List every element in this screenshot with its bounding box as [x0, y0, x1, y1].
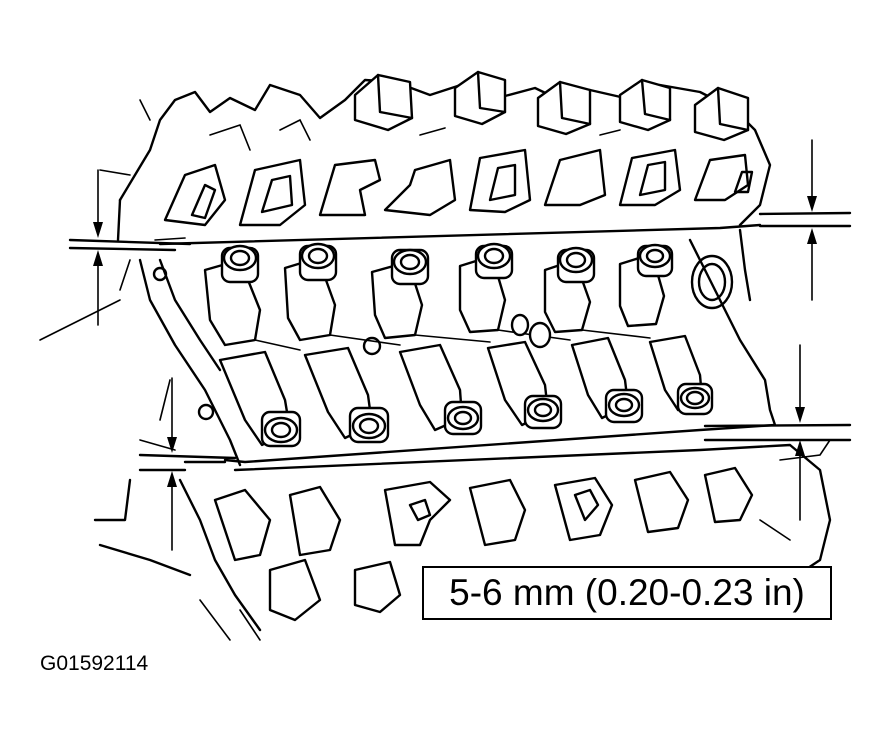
left-frame-strokes	[39, 259, 237, 472]
coil-6	[618, 243, 674, 328]
coil-7	[218, 350, 302, 448]
coil-2	[283, 242, 338, 342]
coil-5	[543, 246, 596, 334]
figure-id: G01592114	[40, 652, 149, 675]
coil-10	[486, 340, 563, 430]
dimension-arrows	[93, 139, 852, 551]
coil-11	[570, 336, 644, 424]
coil-3	[370, 248, 430, 340]
coil-4	[458, 242, 514, 334]
ignition-coils-lower	[218, 313, 714, 448]
cylinder-head-upper	[99, 70, 772, 242]
coil-9	[398, 343, 483, 436]
coil-12	[648, 334, 714, 416]
ignition-coils-upper	[203, 242, 674, 347]
lower-intake-area	[138, 228, 777, 467]
coil-1	[203, 244, 262, 347]
engine-block-lower	[93, 439, 832, 641]
measurement-label: 5-6 mm (0.20-0.23 in)	[422, 566, 832, 620]
coil-8	[303, 346, 390, 444]
head-gasket-upper	[68, 211, 852, 252]
